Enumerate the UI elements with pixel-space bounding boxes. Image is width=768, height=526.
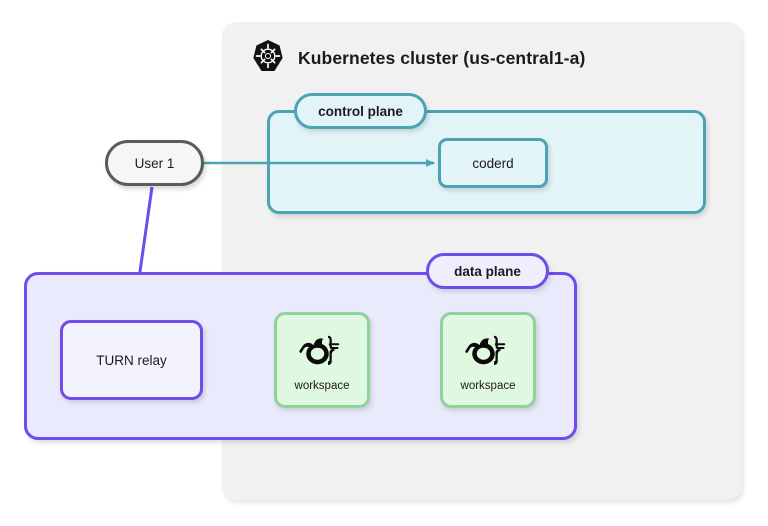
- coder-logo-icon: [298, 331, 346, 375]
- coder-logo-icon: [464, 331, 512, 375]
- control-plane-label: control plane: [294, 93, 427, 129]
- cluster-title: Kubernetes cluster (us-central1-a): [298, 47, 586, 68]
- node-workspace-1[interactable]: workspace: [274, 312, 370, 408]
- kubernetes-logo-icon: [251, 39, 285, 73]
- workspace-label: workspace: [460, 379, 516, 392]
- node-turn-relay[interactable]: TURN relay: [60, 320, 203, 400]
- node-workspace-2[interactable]: workspace: [440, 312, 536, 408]
- node-coderd[interactable]: coderd: [438, 138, 548, 188]
- workspace-label: workspace: [294, 379, 350, 392]
- data-plane-label: data plane: [426, 253, 549, 289]
- node-user-1[interactable]: User 1: [105, 140, 204, 186]
